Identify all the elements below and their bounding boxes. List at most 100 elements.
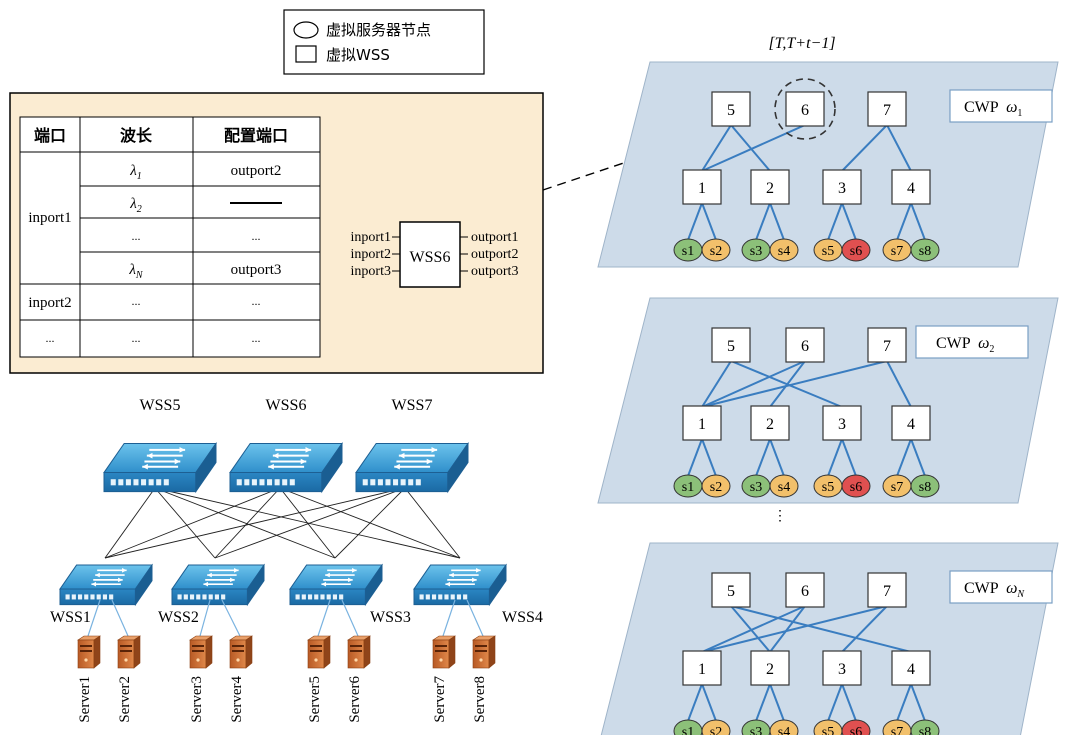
cwp-link xyxy=(730,605,912,653)
legend-server-label: 虚拟服务器节点 xyxy=(326,21,431,39)
config-table: 端口 波长 配置端口 inport1 λ1 outport2 λ2 ... ..… xyxy=(19,116,321,358)
edge-switch-icon xyxy=(171,563,265,607)
virtual-wss-node xyxy=(822,650,862,686)
cwp-label: CWP ω1 xyxy=(964,99,1022,119)
virtual-wss-node-label: 2 xyxy=(766,180,774,197)
virtual-server-label: s4 xyxy=(778,244,790,259)
virtual-wss-node xyxy=(822,405,862,441)
server-icon: Server2 xyxy=(117,635,141,723)
virtual-server-label: s7 xyxy=(891,480,903,495)
virtual-wss-node-label: 3 xyxy=(838,416,846,433)
virtual-server-label: s4 xyxy=(778,480,790,495)
table-cell-ellipsis: ... xyxy=(132,229,141,243)
cwp-link xyxy=(701,124,732,172)
server-icon: Server4 xyxy=(229,635,253,723)
virtual-wss-node-label: 4 xyxy=(907,180,915,197)
virtual-wss-node xyxy=(711,572,751,608)
time-window-label: [T,T+t−1] xyxy=(768,35,835,52)
virtual-server-node xyxy=(769,719,799,735)
virtual-server-label: s8 xyxy=(919,480,931,495)
highlight-dashed-circle xyxy=(774,78,836,140)
virtual-wss-node-label: 3 xyxy=(838,661,846,678)
virtual-wss-node xyxy=(750,405,790,441)
virtual-server-node xyxy=(841,719,871,735)
virtual-wss-node xyxy=(891,650,931,686)
cwp-label-box xyxy=(949,89,1053,123)
virtual-server-label: s6 xyxy=(850,244,862,259)
wss6-output-port: outport2 xyxy=(471,247,518,262)
cwp-link xyxy=(701,360,806,408)
legend-square-icon xyxy=(295,45,317,63)
virtual-wss-node-label: 4 xyxy=(907,416,915,433)
virtual-wss-node xyxy=(891,405,931,441)
core-switch-label: WSS7 xyxy=(392,397,433,414)
table-cell-ellipsis: ... xyxy=(132,294,141,308)
virtual-server-node xyxy=(701,238,731,262)
wss6-output-port: outport3 xyxy=(471,264,518,279)
cwp-label-box xyxy=(949,570,1053,604)
cwp-label: CWP ωN xyxy=(964,580,1025,600)
table-header-wavelength: 波长 xyxy=(120,126,153,145)
virtual-wss-node xyxy=(822,169,862,205)
server-label: Server8 xyxy=(472,676,488,723)
wss6-block: WSS6 inport1 inport2 inport3 outport1 ou… xyxy=(351,221,518,288)
server-label: Server6 xyxy=(347,676,363,723)
server-label: Server1 xyxy=(77,676,93,723)
edge-switch-icon xyxy=(289,563,383,607)
virtual-wss-node-label: 3 xyxy=(838,180,846,197)
cwp-link xyxy=(701,360,732,408)
cwp-link xyxy=(769,360,806,408)
server-label: Server2 xyxy=(117,676,133,723)
table-cell-ellipsis: ... xyxy=(46,331,55,345)
cwp-link xyxy=(841,605,888,653)
wss6-label: WSS6 xyxy=(410,249,451,266)
virtual-server-node xyxy=(841,238,871,262)
table-cell-inport2: inport2 xyxy=(28,295,71,311)
legend: 虚拟服务器节点 虚拟WSS xyxy=(283,9,485,75)
virtual-server-node xyxy=(769,238,799,262)
cwp-link xyxy=(841,124,888,172)
wss6-input-port: inport1 xyxy=(351,230,391,245)
edge-switch-icon xyxy=(413,563,507,607)
table-header-port: 端口 xyxy=(34,126,66,145)
virtual-wss-node-label: 1 xyxy=(698,661,706,678)
virtual-wss-node xyxy=(750,650,790,686)
virtual-server-label: s5 xyxy=(822,244,834,259)
physical-topology: WSS5 WSS6 WSS7 WSS1 WSS2 WSS3 WSS4 Serve… xyxy=(50,397,543,723)
physical-mesh-links xyxy=(104,487,461,559)
virtual-wss-node xyxy=(682,405,722,441)
virtual-wss-node-label: 2 xyxy=(766,661,774,678)
virtual-wss-node xyxy=(682,169,722,205)
core-switch-label: WSS5 xyxy=(140,397,181,414)
virtual-server-label: s7 xyxy=(891,725,903,735)
virtual-server-node xyxy=(769,474,799,498)
server-label: Server7 xyxy=(432,676,448,723)
cwp-link xyxy=(886,124,912,172)
virtual-server-node xyxy=(910,719,940,735)
virtual-wss-node-label: 7 xyxy=(883,338,891,355)
cwp-link xyxy=(730,605,771,653)
virtual-server-label: s1 xyxy=(682,244,694,259)
server-icon: Server7 xyxy=(432,635,456,723)
virtual-wss-node-label: 7 xyxy=(883,583,891,600)
virtual-wss-node xyxy=(867,91,907,127)
cwp-label-box xyxy=(915,325,1029,359)
virtual-wss-node xyxy=(867,327,907,363)
virtual-wss-node xyxy=(711,91,751,127)
wss-config-panel: 端口 波长 配置端口 inport1 λ1 outport2 λ2 ... ..… xyxy=(9,92,544,374)
cwp-link xyxy=(701,605,888,653)
wss6-output-port: outport1 xyxy=(471,230,518,245)
virtual-server-label: s1 xyxy=(682,480,694,495)
edge-switch-icon xyxy=(59,563,153,607)
virtual-server-label: s6 xyxy=(850,725,862,735)
virtual-server-label: s6 xyxy=(850,480,862,495)
virtual-server-label: s3 xyxy=(750,725,762,735)
table-cell-outport2: outport2 xyxy=(231,163,282,179)
virtual-server-label: s8 xyxy=(919,244,931,259)
cwp-link xyxy=(769,605,806,653)
server-label: Server3 xyxy=(189,676,205,723)
core-switch-icon xyxy=(355,441,469,494)
